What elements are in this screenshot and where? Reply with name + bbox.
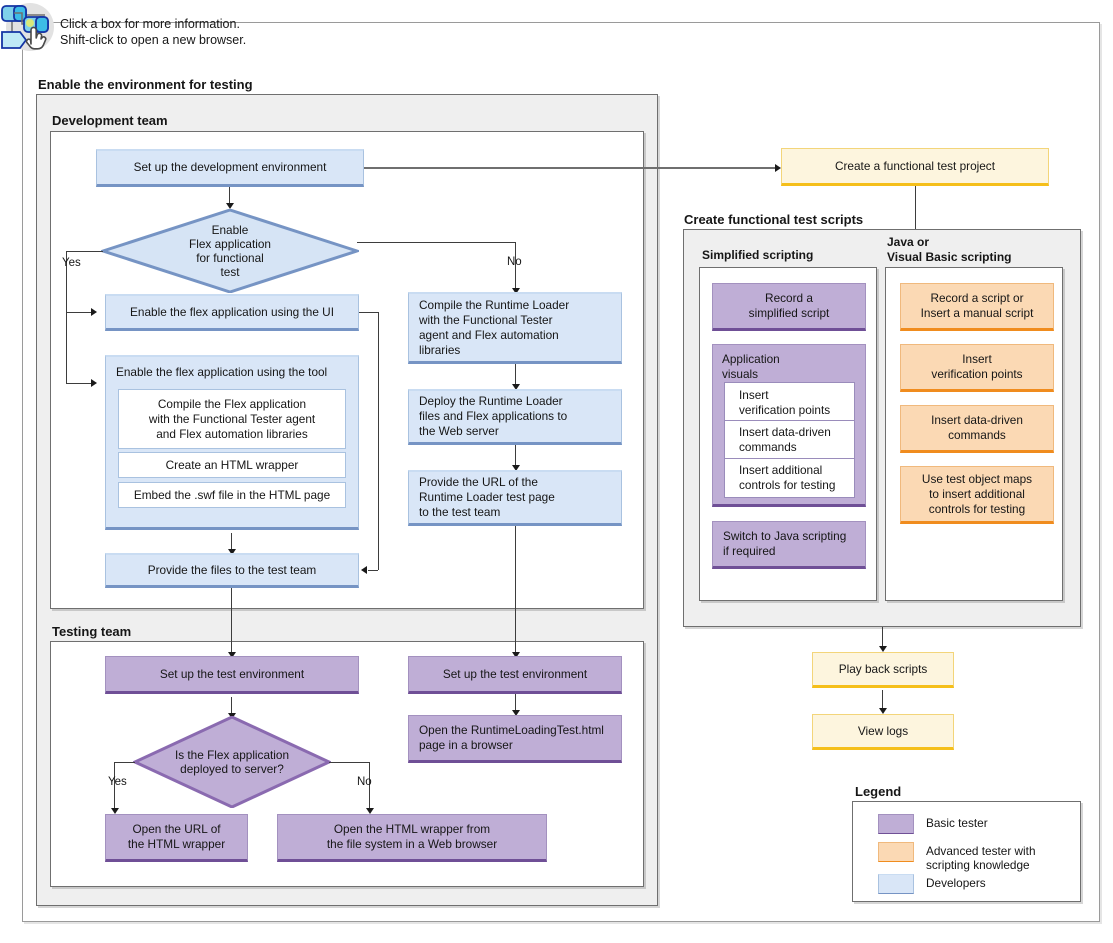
arrowhead-yes-to-enable-tool xyxy=(91,379,97,387)
group-title-enable-environment: Enable the environment for testing xyxy=(38,77,253,92)
arrowhead-setup-to-create-project xyxy=(775,164,781,172)
legend-label-developers: Developers xyxy=(926,876,986,890)
connector-test-no xyxy=(329,762,369,763)
legend-label-basic-tester: Basic tester xyxy=(926,816,988,830)
arrowhead-setup-to-decision xyxy=(226,203,234,209)
connector-ui-down xyxy=(378,312,379,570)
arrowhead-setup-test-right-to-open-page xyxy=(512,710,520,716)
legend-item-basic-tester: Basic tester xyxy=(878,814,988,834)
connector-compile-to-deploy xyxy=(515,364,516,386)
arrowhead-test-no xyxy=(366,808,374,814)
connector-test-no-down xyxy=(369,762,370,810)
arrowhead-deploy-to-provide-url xyxy=(512,465,520,471)
node-enable-flex-using-ui[interactable]: Enable the flex application using the UI xyxy=(105,294,359,331)
legend-swatch-developers xyxy=(878,874,914,894)
decision-is-flex-deployed[interactable]: Is the Flex application deployed to serv… xyxy=(133,716,331,808)
arrowhead-playback-to-viewlogs xyxy=(879,708,887,714)
connector-ui-right xyxy=(359,312,378,313)
node-play-back-scripts[interactable]: Play back scripts xyxy=(812,652,954,688)
connector-decision-yes xyxy=(66,251,103,252)
node-create-functional-test-project[interactable]: Create a functional test project xyxy=(781,148,1049,186)
node-simplified-insert-data-driven-commands[interactable]: Insert data-driven commands xyxy=(724,420,855,460)
node-setup-test-environment-right[interactable]: Set up the test environment xyxy=(408,656,622,694)
node-open-runtimeloadingtest-page[interactable]: Open the RuntimeLoadingTest.html page in… xyxy=(408,715,622,763)
node-deploy-runtime-loader[interactable]: Deploy the Runtime Loader files and Flex… xyxy=(408,389,622,445)
group-title-development-team: Development team xyxy=(52,113,168,128)
legend-box: Basic tester Advanced tester with script… xyxy=(852,801,1081,902)
decision-enable-flex-application[interactable]: Enable Flex application for functional t… xyxy=(101,209,359,293)
connector-decision-no-down xyxy=(515,242,516,291)
connector-decision-yes-down xyxy=(66,251,67,383)
arrowhead-compile-to-deploy xyxy=(512,384,520,390)
node-switch-to-java-scripting[interactable]: Switch to Java scripting if required xyxy=(712,521,866,569)
node-enable-flex-using-tool-label: Enable the flex application using the to… xyxy=(116,365,328,379)
node-simplified-insert-verification-points[interactable]: Insert verification points xyxy=(724,382,855,424)
connector-setup-to-create-project xyxy=(364,167,778,169)
node-record-simplified-script[interactable]: Record a simplified script xyxy=(712,283,866,331)
edge-label-no-test: No xyxy=(357,776,372,788)
node-setup-test-environment-left[interactable]: Set up the test environment xyxy=(105,656,359,694)
node-simplified-insert-additional-controls[interactable]: Insert additional controls for testing xyxy=(724,458,855,498)
node-create-html-wrapper[interactable]: Create an HTML wrapper xyxy=(118,452,346,478)
node-embed-swf-file[interactable]: Embed the .swf file in the HTML page xyxy=(118,482,346,508)
arrowhead-tool-to-provide-files xyxy=(228,549,236,555)
edge-label-no-dev: No xyxy=(507,256,522,268)
node-setup-development-environment[interactable]: Set up the development environment xyxy=(96,149,364,187)
connector-deploy-to-provide-url xyxy=(515,445,516,467)
connector-provide-url-to-setup-test xyxy=(515,526,516,654)
group-title-create-scripts: Create functional test scripts xyxy=(684,212,864,227)
connector-ui-to-provide-files xyxy=(368,570,378,571)
connector-project-to-scripts xyxy=(915,186,916,233)
connector-test-yes-down xyxy=(114,762,115,810)
node-use-test-object-maps[interactable]: Use test object maps to insert additiona… xyxy=(900,466,1054,524)
arrowhead-provide-url-to-setup-test xyxy=(512,652,520,658)
legend-item-developers: Developers xyxy=(878,874,986,894)
connector-scripts-to-playback xyxy=(882,627,883,648)
node-java-insert-data-driven-commands[interactable]: Insert data-driven commands xyxy=(900,405,1054,453)
decision-is-flex-deployed-label: Is the Flex application deployed to serv… xyxy=(174,748,290,776)
edge-label-yes-test: Yes xyxy=(108,776,127,788)
legend-swatch-advanced-tester xyxy=(878,842,914,862)
connector-setup-to-decision xyxy=(229,187,230,205)
legend-label-advanced-tester: Advanced tester with scripting knowledge xyxy=(926,844,1036,872)
group-title-java-vb-scripting: Java or Visual Basic scripting xyxy=(887,235,1012,264)
decision-enable-flex-label: Enable Flex application for functional t… xyxy=(189,223,271,279)
connector-yes-to-enable-tool xyxy=(66,383,94,384)
arrowhead-provide-files-to-setup-test xyxy=(228,652,236,658)
node-view-logs[interactable]: View logs xyxy=(812,714,954,750)
group-title-simplified-scripting: Simplified scripting xyxy=(702,248,814,262)
connector-setup-test-right-to-open-page xyxy=(515,694,516,712)
arrowhead-test-yes xyxy=(111,808,119,814)
node-open-html-wrapper-filesystem[interactable]: Open the HTML wrapper from the file syst… xyxy=(277,814,547,862)
connector-provide-files-to-setup-test xyxy=(231,588,232,654)
hint-text: Click a box for more information. Shift-… xyxy=(60,17,247,47)
node-compile-runtime-loader[interactable]: Compile the Runtime Loader with the Func… xyxy=(408,292,622,364)
legend-item-advanced-tester: Advanced tester with scripting knowledge xyxy=(878,842,1036,872)
group-title-testing-team: Testing team xyxy=(52,624,132,639)
node-open-url-html-wrapper[interactable]: Open the URL of the HTML wrapper xyxy=(105,814,248,862)
node-record-or-insert-manual-script[interactable]: Record a script or Insert a manual scrip… xyxy=(900,283,1054,331)
arrowhead-no-to-compile-runtime xyxy=(512,288,520,294)
arrowhead-scripts-to-playback xyxy=(879,646,887,652)
flowchart-click-icon xyxy=(0,0,56,56)
connector-yes-to-enable-ui xyxy=(66,312,94,313)
node-java-insert-verification-points[interactable]: Insert verification points xyxy=(900,344,1054,392)
edge-label-yes-dev: Yes xyxy=(62,257,81,269)
connector-test-yes xyxy=(114,762,135,763)
legend-swatch-basic-tester xyxy=(878,814,914,834)
arrowhead-ui-to-provide-files xyxy=(361,566,367,574)
connector-playback-to-viewlogs xyxy=(882,690,883,710)
node-application-visuals-label: Application visuals xyxy=(722,352,780,381)
node-provide-files-to-test-team[interactable]: Provide the files to the test team xyxy=(105,553,359,588)
arrowhead-yes-to-enable-ui xyxy=(91,308,97,316)
connector-tool-to-provide-files xyxy=(231,533,232,551)
page-outer-frame xyxy=(22,22,1100,922)
node-provide-url-runtime-loader[interactable]: Provide the URL of the Runtime Loader te… xyxy=(408,470,622,526)
connector-setup-test-to-decision xyxy=(231,697,232,715)
node-compile-flex-application[interactable]: Compile the Flex application with the Fu… xyxy=(118,389,346,449)
connector-decision-no xyxy=(357,242,515,243)
legend-title: Legend xyxy=(855,784,902,799)
